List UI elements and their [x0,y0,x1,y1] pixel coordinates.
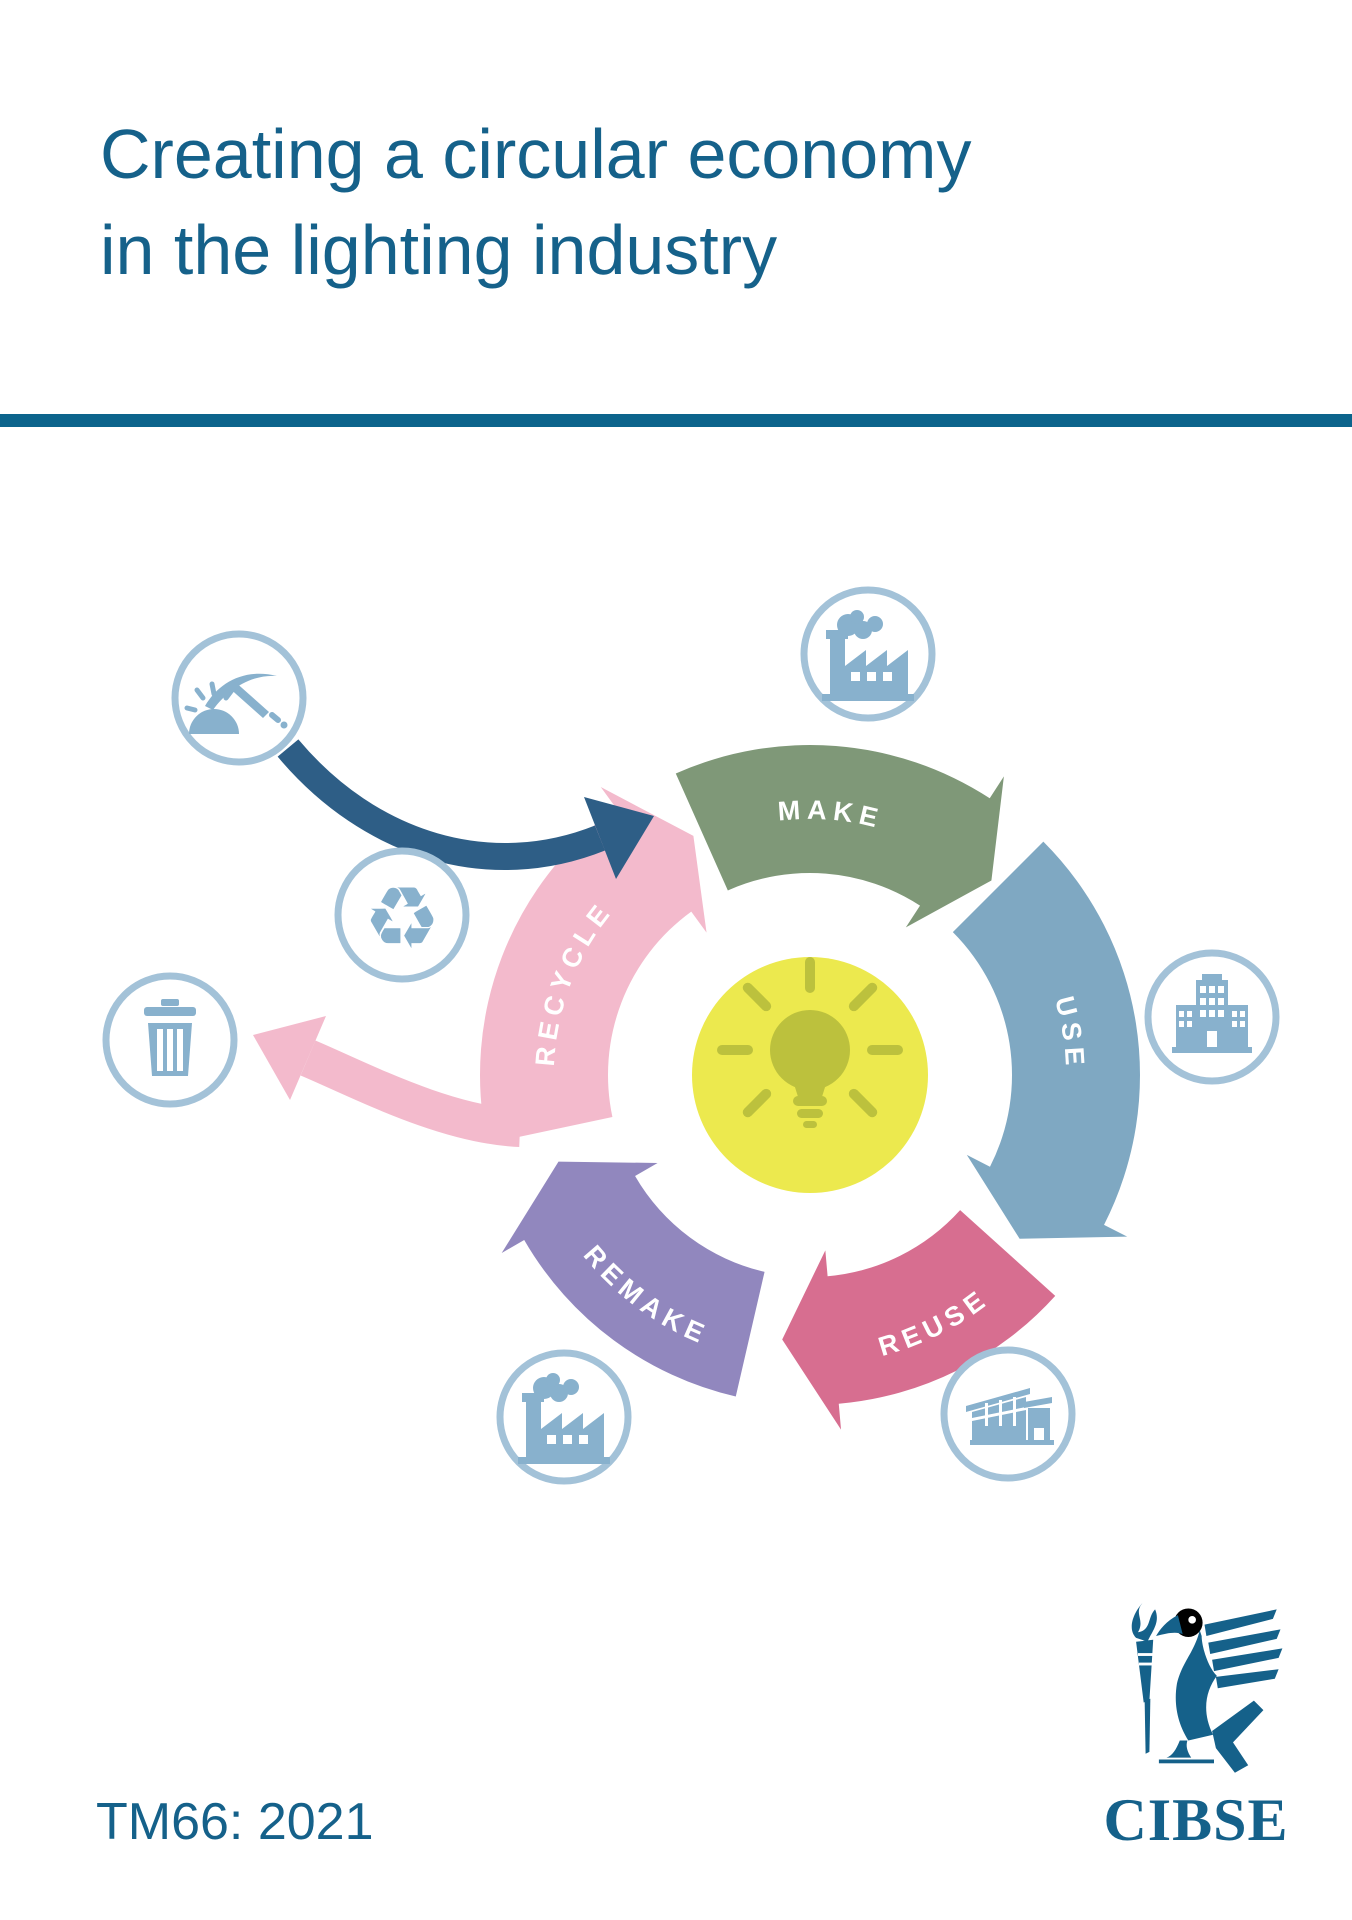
manufacturing-satellite [800,586,936,722]
cycle-segment-reuse [782,1210,1056,1430]
cycle-center [692,957,928,1193]
doc-code: TM66: 2021 [96,1793,374,1851]
trash-bin-icon [144,999,196,1076]
recycling-satellite: ♻ [334,847,470,983]
light-rays [717,957,903,1118]
cibse-logo [1100,1598,1300,1793]
cycle-segment-make [675,745,1004,928]
page-title: Creating a circular economy in the light… [100,106,971,298]
cycle-segment-use [952,841,1140,1239]
warehouse-icon [966,1388,1054,1445]
remanufacturing-satellite [496,1349,632,1485]
light-ray [742,1088,772,1118]
pickaxe-icon [184,673,288,734]
waste-to-landfill-arrow [253,1016,522,1147]
use-buildings-satellite [1144,949,1280,1085]
mining-satellite [171,630,307,766]
page-title-line2: in the lighting industry [100,211,778,289]
light-ray [742,982,772,1012]
cycle-segment-recycle [480,786,707,1144]
raw-material-input-arrow [277,739,654,879]
cycle-segment-remake [501,1161,765,1397]
title-rule-divider [0,414,1352,427]
cibse-bird-torch-icon [1131,1601,1283,1773]
reuse-facility-satellite [940,1346,1076,1482]
cibse-wordmark: CIBSE [1103,1787,1289,1853]
lightbulb-icon [717,957,903,1128]
light-ray [848,1088,878,1118]
recycle-symbol-icon: ♻ [363,869,440,969]
cycle-segments [480,745,1140,1430]
building-icon [1172,974,1252,1053]
page-title-line1: Creating a circular economy [100,115,972,193]
light-ray [848,982,878,1012]
landfill-satellite [102,972,238,1108]
